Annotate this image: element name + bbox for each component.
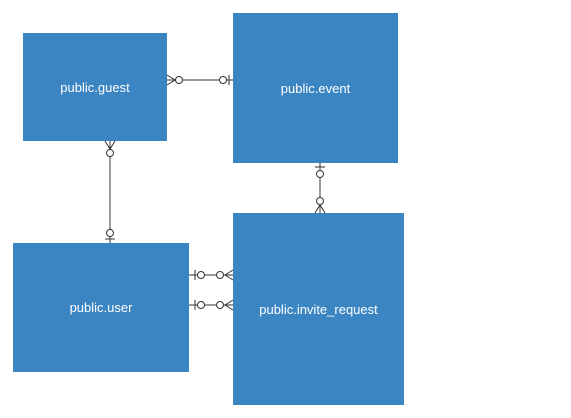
entity-invite-request[interactable]: public.invite_request	[233, 213, 404, 405]
entity-guest-label: public.guest	[60, 79, 130, 95]
entity-guest[interactable]: public.guest	[23, 33, 167, 141]
entity-event[interactable]: public.event	[233, 13, 398, 163]
relationship-event-invite-request	[314, 163, 326, 214]
relationship-guest-event	[166, 74, 233, 86]
entity-user-label: public.user	[69, 300, 133, 315]
relationship-guest-user	[104, 140, 116, 243]
relationship-user-invite-request-2	[189, 299, 234, 311]
entity-event-label: public.event	[280, 80, 351, 96]
relationship-user-invite-request-1	[189, 269, 234, 281]
entity-user[interactable]: public.user	[13, 243, 189, 372]
entity-invite-request-label: public.invite_request	[259, 301, 378, 317]
